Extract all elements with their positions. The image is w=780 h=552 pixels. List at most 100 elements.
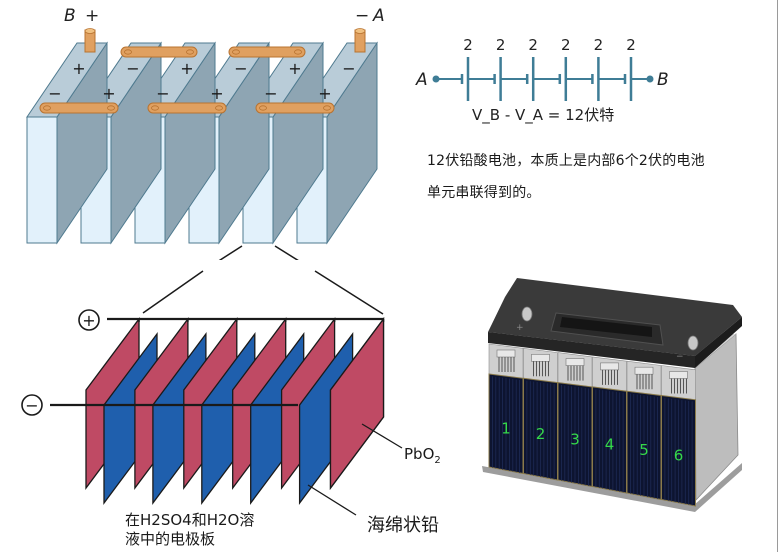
- front-polarity-sign: +: [210, 84, 223, 103]
- node-b-label: B: [657, 70, 669, 90]
- negative-terminal-post: [687, 335, 699, 351]
- cell-front-face: [26, 116, 58, 244]
- cell-compartment-top: [488, 343, 524, 379]
- description-line-1: 12伏铅酸电池，本质上是内部6个2伏的电池: [427, 153, 705, 169]
- zoom-line-left: [218, 245, 243, 260]
- cell-compartment-top: [626, 360, 662, 396]
- battery-cutaway-image: + − 1 2 3 4 5 6: [482, 278, 742, 512]
- front-connector-strap: [39, 102, 119, 114]
- strap-bolt: [43, 105, 51, 111]
- cell-block: [26, 41, 108, 245]
- right-border-line: [777, 0, 778, 552]
- cell-stack-illustration: +−−++−−++−−+ B + − A: [26, 6, 385, 260]
- positive-terminal-circle: [78, 309, 100, 331]
- front-polarity-sign: −: [48, 84, 61, 103]
- zoom-line-right: [274, 245, 299, 260]
- sponge-lead-label: 海绵状铅: [367, 515, 439, 536]
- strap-bolt: [259, 105, 267, 111]
- cell-compartment-top: [592, 356, 627, 392]
- terminal-a-sign: −: [355, 6, 369, 26]
- pbo2-leader-line: [361, 423, 403, 449]
- voltage-equation: V_B - V_A = 12伏特: [472, 106, 614, 125]
- cell-number: 3: [570, 430, 580, 448]
- battery-cell-columns: [488, 343, 696, 507]
- cell-voltage-label: 2: [594, 36, 604, 54]
- back-connector-strap: [120, 46, 198, 58]
- back-polarity-sign: +: [180, 59, 193, 78]
- circuit-cells: 2 2 2 2 2 2: [436, 36, 650, 101]
- pbo2-label: PbO2: [404, 445, 441, 466]
- cell-number-labels: 1 2 3 4 5 6: [501, 420, 683, 465]
- battery-handle-inner: [560, 317, 652, 337]
- terminal-post-b-cap: [84, 28, 96, 34]
- node-b-dot: [646, 75, 654, 83]
- back-polarity-sign: −: [342, 59, 355, 78]
- cells-group: [26, 41, 378, 245]
- positive-plate-front: [329, 317, 385, 490]
- strap-bolt: [124, 49, 132, 55]
- cell-strap-connector: [634, 366, 654, 375]
- terminal-b-sign: +: [85, 6, 99, 26]
- battery-lid-front: [488, 332, 695, 368]
- front-connector-strap: [147, 102, 227, 114]
- negative-symbol: −: [25, 396, 38, 415]
- polarity-signs: +−−++−−++−−+: [48, 59, 355, 103]
- strap-bolt: [151, 105, 159, 111]
- sponge-lead-leader-line: [307, 484, 357, 516]
- cell-compartment-top: [557, 352, 593, 388]
- back-polarity-sign: −: [126, 59, 139, 78]
- back-polarity-sign: +: [288, 59, 301, 78]
- cell-strap-connector: [565, 358, 585, 366]
- cell-strap-connector: [669, 371, 688, 379]
- plates-group: [85, 317, 385, 505]
- cell-number: 1: [501, 420, 511, 438]
- terminal-a-label: A: [372, 6, 385, 26]
- zoom-line-right-lower: [314, 270, 384, 315]
- front-polarity-sign: −: [156, 84, 169, 103]
- cell-strap-connector: [600, 362, 619, 371]
- front-polarity-sign: +: [102, 84, 115, 103]
- back-polarity-sign: +: [72, 59, 85, 78]
- strap-bolt: [294, 49, 302, 55]
- cell-voltage-label: 2: [463, 36, 473, 54]
- cell-number: 2: [536, 425, 546, 443]
- positive-terminal-post: [521, 306, 533, 322]
- strap-bolt: [232, 49, 240, 55]
- connector-straps: [39, 28, 366, 114]
- front-polarity-sign: +: [318, 84, 331, 103]
- back-polarity-sign: −: [234, 59, 247, 78]
- cell-voltage-label: 2: [626, 36, 636, 54]
- description-line-2: 单元串联得到的。: [427, 185, 541, 201]
- node-a-label: A: [415, 70, 428, 90]
- terminal-post-a-cap: [354, 28, 366, 34]
- battery-lid-top: [488, 278, 742, 356]
- front-polarity-sign: −: [264, 84, 277, 103]
- node-a-dot: [432, 75, 440, 83]
- negative-terminal-mark: −: [676, 352, 684, 362]
- battery-lid-rightface: [695, 317, 742, 368]
- cell-voltage-label: 2: [496, 36, 506, 54]
- cell-strap-connector: [531, 353, 550, 362]
- strap-bolt: [107, 105, 115, 111]
- cell-compartment-top: [661, 365, 696, 401]
- electrode-plates-diagram: + − PbO2 海绵状铅 在H2SO4和H2O溶 液中的电极板: [21, 270, 441, 548]
- terminal-b-label: B: [64, 6, 76, 26]
- cell-compartment-top: [523, 347, 558, 383]
- zoom-line-left-lower: [142, 270, 204, 314]
- plate-caption-line-1: 在H2SO4和H2O溶: [125, 511, 254, 529]
- back-connector-strap: [228, 46, 306, 58]
- cell-voltage-label: 2: [528, 36, 538, 54]
- front-connector-strap: [255, 102, 335, 114]
- cell-number: 5: [639, 441, 649, 459]
- negative-terminal-circle: [21, 394, 43, 416]
- positive-symbol: +: [82, 311, 95, 330]
- positive-terminal-mark: +: [516, 323, 524, 333]
- cell-number: 4: [605, 436, 615, 454]
- cell-voltage-label: 2: [561, 36, 571, 54]
- strap-bolt: [186, 49, 194, 55]
- series-circuit-diagram: 2 2 2 2 2 2 A B V_B - V_A = 12伏特: [415, 36, 669, 125]
- plate-caption-line-2: 液中的电极板: [125, 530, 215, 548]
- cell-strap-connector: [496, 349, 516, 358]
- cell-number: 6: [674, 447, 684, 465]
- strap-bolt: [323, 105, 331, 111]
